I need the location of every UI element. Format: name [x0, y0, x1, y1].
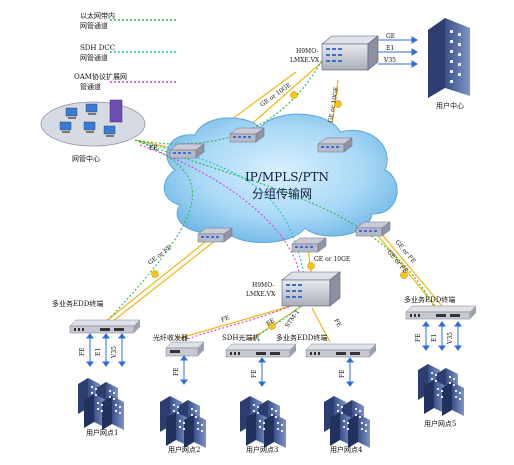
left-link-label: GE or FE [147, 244, 173, 267]
site-4-buildings [324, 396, 370, 448]
legend: 以太网带内 网管通道 SDH DCC 网管通道 OAM协议扩展网 管通道 [74, 11, 176, 91]
user-center-label: 用户中心 [436, 101, 464, 110]
edd-terminal-left [69, 319, 141, 334]
edd-right-port-fe: FE [415, 333, 422, 342]
nms-label: 网管中心 [72, 154, 100, 163]
mid-device-name-line1: H9MO- [252, 282, 274, 289]
edd-mid-port-fe: FE [339, 369, 346, 378]
site-5-buildings [418, 364, 464, 416]
edd-left-port-v35: V35 [111, 346, 118, 359]
sdh-port-fe: FE [251, 369, 258, 378]
sdh-label: SDH光端机 [222, 333, 260, 342]
sdh-terminal [225, 343, 297, 358]
top-device-ports [378, 36, 418, 68]
site-2-label: 用户网点2 [168, 445, 200, 454]
top-port-e1: E1 [386, 45, 394, 52]
top-device-name-line2: LMXE.VX [290, 57, 320, 64]
optical-label: 光纤收发器 [153, 333, 188, 342]
mid-h9mo-device [281, 271, 341, 307]
site-2-buildings [160, 396, 206, 448]
cloud-label-line2: 分组传输网 [252, 186, 312, 201]
legend-ethernet-line1: 以太网带内 [80, 11, 115, 20]
site-3-buildings [240, 396, 286, 448]
site-4-label: 用户网点4 [330, 445, 363, 454]
edd-right-port-e1: E1 [431, 334, 438, 342]
optical-port-arrow [180, 355, 188, 385]
top-port-v35: V35 [383, 57, 396, 64]
edd-terminal-right [405, 305, 477, 320]
optical-transceiver [165, 341, 205, 357]
edd-mid-label: 多业务EDD终端 [276, 333, 327, 342]
user-center-building [428, 18, 470, 98]
site-1-label: 用户网点1 [86, 428, 118, 437]
mid-uplink-label: GE or 10GE [314, 256, 350, 263]
cloud-router-right [317, 137, 353, 153]
link-badges [151, 91, 408, 330]
top-h9mo-device [321, 35, 379, 71]
edd-right-label: 多业务EDD终端 [404, 295, 455, 304]
top-port-ge: GE [386, 33, 395, 40]
cloud-label-line1: IP/MPLS/PTN [245, 170, 329, 184]
site-5-label: 用户网点5 [424, 419, 456, 428]
cloud-router-top [229, 127, 265, 143]
legend-oam-line1: OAM协议扩展网 [74, 72, 127, 81]
edd-left-label: 多业务EDD终端 [52, 299, 103, 308]
mid-fe-label-c: FE [332, 318, 342, 329]
edd-left-port-fe: FE [79, 347, 86, 356]
top-device-name-line1: H9MO- [296, 48, 318, 55]
legend-oam-line2: 管通道 [80, 82, 101, 91]
nms-fe-label: FE [149, 145, 158, 152]
cloud-router-left [169, 143, 205, 159]
edd-left-port-e1: E1 [95, 348, 102, 356]
edd-right-port-v35: V35 [447, 332, 454, 345]
mid-device-name-line2: LMXE.VX [246, 291, 276, 298]
site-1-buildings [78, 378, 124, 430]
nms-center [40, 99, 146, 147]
cloud-router-bottom-left [197, 227, 233, 243]
legend-sdh-line2: 网管通道 [80, 53, 108, 62]
edd-right-ports [422, 321, 462, 351]
optical-port-fe: FE [173, 367, 180, 376]
mid-stm-label: STM-1 [284, 309, 301, 329]
edd-left-ports [86, 333, 126, 367]
edd-terminal-mid [305, 343, 377, 358]
site-3-label: 用户网点3 [246, 445, 278, 454]
sdh-port-arrow [258, 357, 266, 387]
legend-sdh-line1: SDH DCC [80, 44, 115, 52]
mid-fe-label-a: FE [220, 314, 230, 324]
edd-mid-port-arrow [346, 357, 354, 387]
mid-fe-label-b: FE [265, 317, 276, 328]
cloud-router-bottom-mid [291, 237, 327, 253]
cloud-router-bottom-right [355, 221, 391, 237]
legend-ethernet-line2: 网管通道 [80, 21, 108, 30]
